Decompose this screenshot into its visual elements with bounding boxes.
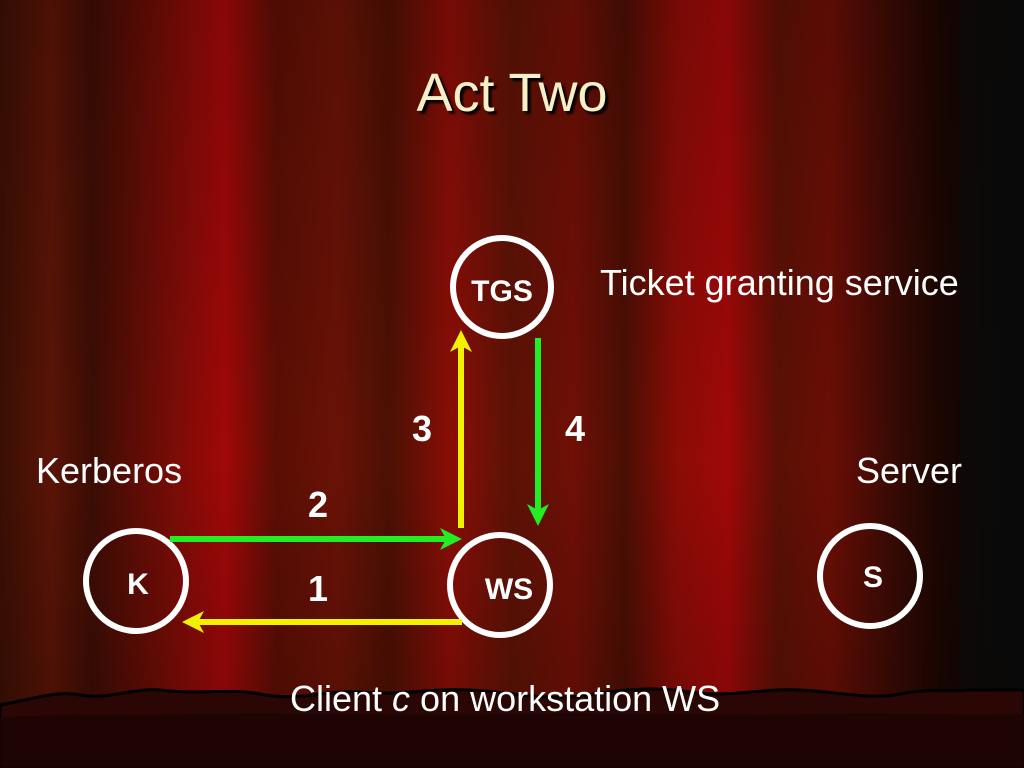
client-variable: c [392,678,411,719]
server-node-label: S [862,561,883,594]
step-4-label: 4 [565,408,586,449]
slide-title: Act Two [416,63,608,123]
server-label: Server [856,450,963,491]
tgs-description: Ticket granting service [600,262,959,303]
kerberos-label: Kerberos [36,450,183,491]
client-prefix: Client [290,678,393,719]
arrow-2-k-to-ws [170,528,462,550]
ws-node-label: WS [484,573,534,606]
step-2-label: 2 [308,484,329,525]
ws-node [447,532,553,638]
client-suffix: on workstation WS [410,678,721,719]
step-1-label: 1 [308,568,329,609]
tgs-node [450,235,554,339]
arrow-4-tgs-to-ws [527,338,549,526]
arrow-3-ws-to-tgs [450,330,472,528]
step-3-label: 3 [412,408,433,449]
server-node [817,523,923,629]
kerberos-node-label: K [127,568,149,601]
arrow-1-ws-to-k [182,611,462,633]
kerberos-node [83,528,189,634]
tgs-node-label: TGS [471,275,533,308]
client-caption: Client c on workstation WS [290,678,720,720]
